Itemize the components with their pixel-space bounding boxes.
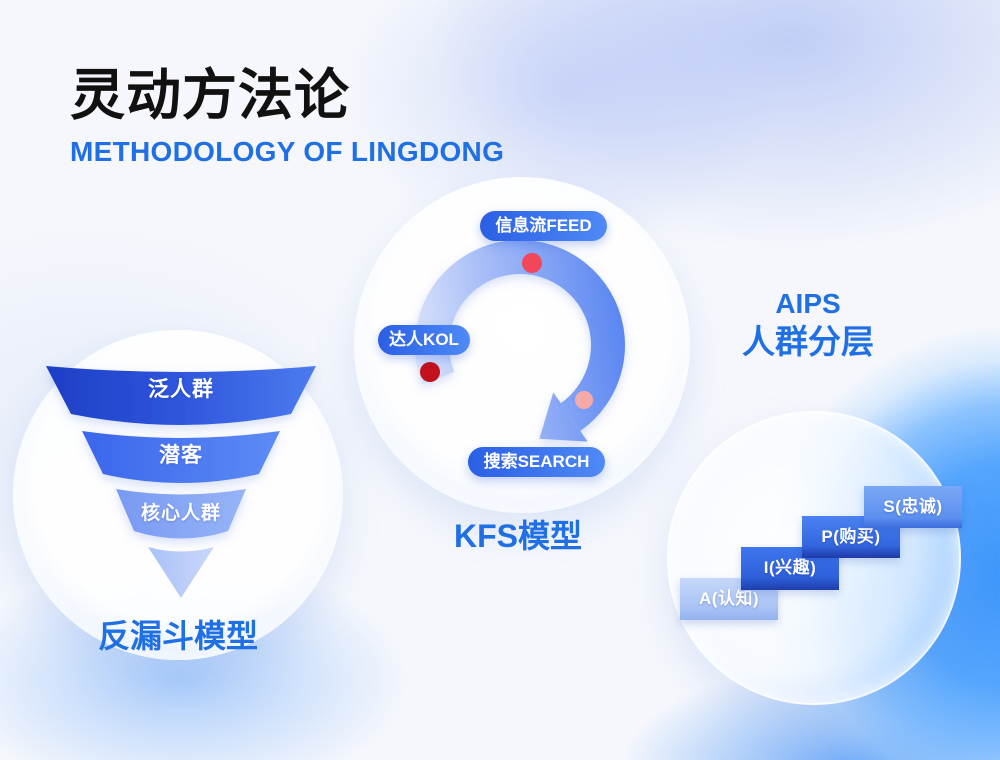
funnel-layer-2-label: 潜客	[159, 444, 203, 467]
aips-step-awareness: A(认知)	[680, 578, 778, 620]
funnel-layer-2	[82, 431, 280, 483]
kol-dot	[420, 362, 440, 382]
funnel-tip	[148, 547, 214, 598]
kol-label: 达人KOL	[378, 325, 470, 355]
aips-subtitle: 人群分层	[742, 323, 874, 360]
page-title: 灵动方法论	[70, 64, 351, 126]
feed-label: 信息流FEED	[480, 211, 607, 241]
cycle-arrow-arc	[415, 240, 625, 431]
funnel-layer-1-label: 泛人群	[148, 378, 214, 401]
feed-dot	[522, 253, 542, 273]
page-subtitle: METHODOLOGY OF LINGDONG	[70, 136, 505, 167]
cycle-arrow-head	[539, 392, 588, 442]
funnel-layer-3	[116, 489, 246, 539]
funnel-model-title: 反漏斗模型	[97, 618, 258, 654]
kfs-model-title: KFS模型	[453, 518, 582, 554]
aips-title: AIPS	[775, 288, 841, 319]
cycle-arrow	[415, 240, 625, 442]
search-dot	[575, 391, 593, 409]
search-label: 搜索SEARCH	[468, 447, 605, 477]
aips-step-loyalty: S(忠诚)	[864, 486, 962, 528]
funnel-layer-3-label: 核心人群	[140, 503, 221, 524]
funnel-layer-1	[46, 366, 316, 425]
